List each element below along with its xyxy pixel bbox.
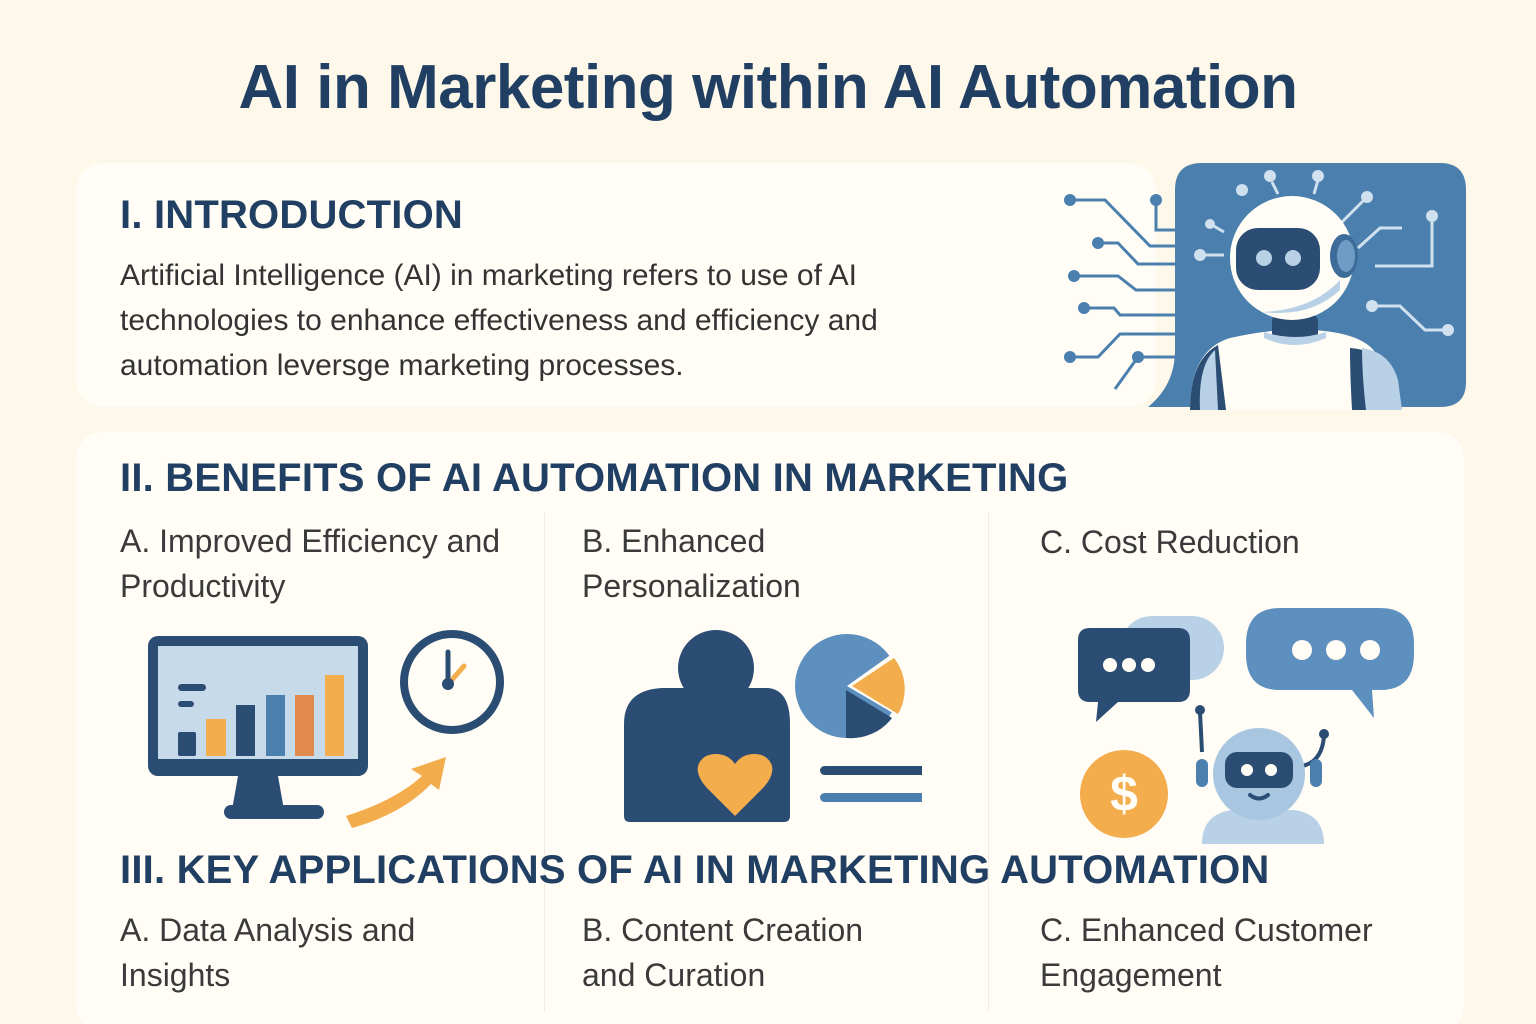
benefits-applications-card: II. BENEFITS OF AI AUTOMATION IN MARKETI…: [76, 432, 1464, 1024]
introduction-heading: I. INTRODUCTION: [120, 193, 463, 237]
introduction-card: I. INTRODUCTION Artificial Intelligence …: [76, 163, 1156, 407]
ai-robot-circuit-icon: [1050, 160, 1470, 410]
chat-bubbles-robot-dollar-icon: $: [1062, 604, 1422, 849]
column-divider: [544, 512, 545, 1012]
monitor-bar-chart-clock-arrow-icon: [146, 630, 506, 835]
benefit-efficiency-label: A. Improved Efficiency and Productivity: [120, 523, 501, 604]
applications-heading: III. KEY APPLICATIONS OF AI IN MARKETING…: [120, 848, 1270, 892]
page-title: AI in Marketing within AI Automation: [238, 53, 1298, 122]
column-divider: [988, 512, 989, 1012]
introduction-text: Artificial Intelligence (AI) in marketin…: [120, 259, 878, 382]
benefit-cost-label: C. Cost Reduction: [1040, 524, 1300, 560]
benefits-heading: II. BENEFITS OF AI AUTOMATION IN MARKETI…: [120, 456, 1069, 500]
application-data-analysis-label: A. Data Analysis and Insights: [120, 912, 416, 993]
application-content-creation-label: B. Content Creation and Curation: [582, 912, 864, 993]
benefit-personalization-label: B. Enhanced Personalization: [582, 523, 801, 604]
svg-text:$: $: [1110, 766, 1138, 822]
application-customer-engagement-label: C. Enhanced Customer Engagement: [1040, 912, 1373, 993]
person-heart-pie-chart-icon: [622, 626, 926, 831]
